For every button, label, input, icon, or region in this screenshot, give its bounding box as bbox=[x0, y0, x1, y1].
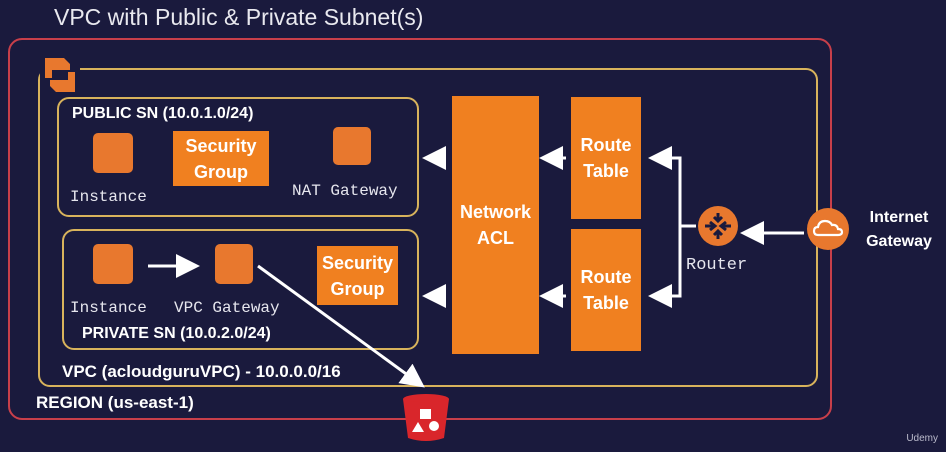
vpc-gateway-label: VPC Gateway bbox=[174, 299, 280, 317]
aws-logo-icon bbox=[40, 54, 80, 96]
s3-bucket-icon bbox=[403, 394, 449, 441]
public-sg-line1: Security bbox=[185, 135, 257, 156]
arrow-vpc-gateway-to-s3 bbox=[257, 264, 425, 388]
route-table-bottom: Route Table bbox=[571, 229, 641, 351]
region-label: REGION (us-east-1) bbox=[36, 393, 194, 412]
public-instance-label: Instance bbox=[70, 188, 147, 206]
router-label: Router bbox=[686, 256, 748, 275]
public-subnet bbox=[57, 97, 419, 217]
network-acl-line2: ACL bbox=[477, 228, 514, 248]
private-instance-icon bbox=[93, 244, 133, 284]
internet-gateway-line2: Gateway bbox=[866, 233, 932, 250]
arrow-router-to-route-bottom bbox=[648, 224, 696, 308]
public-subnet-label: PUBLIC SN (10.0.1.0/24) bbox=[72, 105, 254, 122]
private-sg-line1: Security bbox=[321, 252, 394, 273]
network-acl-line1: Network bbox=[459, 202, 531, 222]
vpc-gateway-icon bbox=[215, 244, 253, 284]
page-title: VPC with Public & Private Subnet(s) bbox=[54, 4, 424, 30]
public-security-group: Security Group bbox=[173, 131, 269, 186]
private-security-group: Security Group bbox=[317, 246, 398, 305]
private-subnet-label: PRIVATE SN (10.0.2.0/24) bbox=[82, 325, 271, 342]
public-sg-line2: Group bbox=[194, 161, 248, 182]
route-table-top: Route Table bbox=[571, 97, 641, 219]
nat-gateway-label: NAT Gateway bbox=[292, 182, 398, 200]
arrow-router-to-route-top bbox=[648, 146, 696, 228]
route-table-bottom-line1: Route bbox=[580, 267, 632, 287]
private-instance-label: Instance bbox=[70, 299, 147, 317]
internet-gateway-line1: Internet bbox=[869, 209, 929, 226]
route-table-top-line2: Table bbox=[583, 161, 629, 181]
route-table-top-line1: Route bbox=[580, 135, 632, 155]
router-icon bbox=[698, 206, 738, 246]
vpc-label: VPC (acloudguruVPC) - 10.0.0.0/16 bbox=[62, 362, 341, 381]
internet-gateway-icon bbox=[807, 208, 849, 250]
nat-gateway-icon bbox=[333, 127, 371, 165]
public-instance-icon bbox=[93, 133, 133, 173]
private-subnet bbox=[62, 229, 419, 350]
udemy-watermark: Udemy bbox=[906, 433, 938, 444]
private-sg-line2: Group bbox=[330, 278, 385, 299]
network-acl: Network ACL bbox=[452, 96, 539, 354]
internet-gateway-label: Internet Gateway bbox=[856, 206, 942, 254]
route-table-bottom-line2: Table bbox=[583, 293, 629, 313]
